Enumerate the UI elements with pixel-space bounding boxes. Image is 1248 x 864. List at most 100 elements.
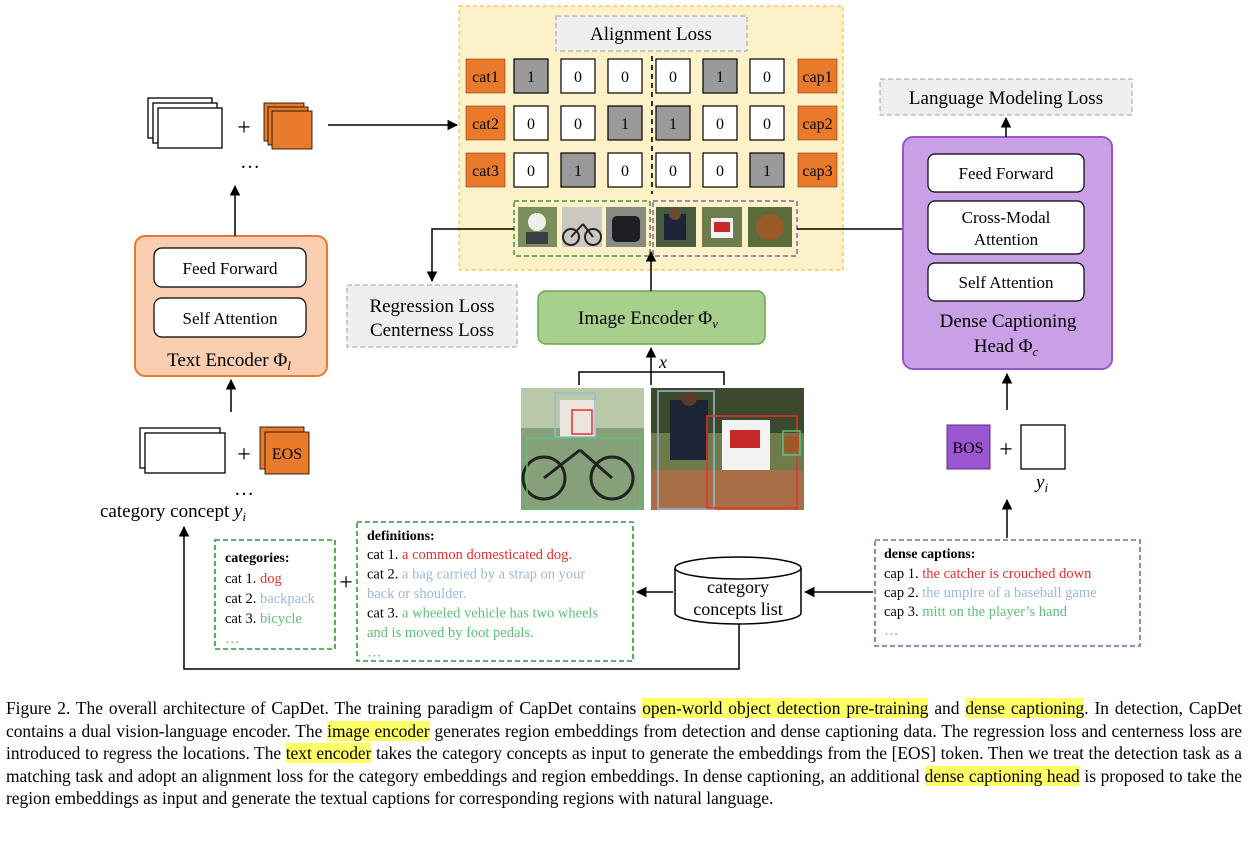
head-title-1: Dense Captioning	[940, 311, 1077, 332]
matrix-cell	[702, 105, 738, 141]
matrix-cell-value: 0	[669, 69, 677, 86]
definitions-list: cat 1. a common domesticated dog. cat 2. …	[367, 547, 598, 661]
matrix-cell	[560, 105, 596, 141]
dense-captions-box	[874, 539, 1141, 647]
regression-loss-label: Regression Loss	[369, 296, 494, 317]
caption-text-2: and	[928, 698, 966, 718]
row-label-text: cat3	[472, 163, 499, 180]
list-item: cat 2. a bag carried by a strap on your	[367, 567, 585, 583]
matrix-cell-value: 0	[621, 163, 629, 180]
alignment-loss-label: Alignment Loss	[590, 24, 712, 45]
text-encoder-self-attention-label: Self Attention	[183, 309, 278, 328]
matrix-cell-value: 0	[763, 116, 771, 133]
categories-title: categories:	[225, 551, 290, 566]
matrix-cell	[513, 58, 549, 94]
matrix-cell	[607, 152, 643, 188]
category-concept-stack	[139, 427, 226, 474]
list-item: cap 3. mitt on the player’s hand	[884, 604, 1068, 620]
head-self-attention-label: Self Attention	[959, 273, 1054, 292]
region-bicycle-thumb	[562, 207, 602, 247]
matrix-cell-value: 0	[574, 69, 582, 86]
col-label-text: cap3	[802, 163, 832, 180]
col-label-cap3	[797, 152, 838, 188]
categories-box	[214, 539, 336, 650]
input-image-dog-bicycle	[521, 388, 644, 510]
more-ellipsis: …	[884, 623, 899, 639]
matrix-cell-value: 0	[716, 116, 724, 133]
dense-captions-title: dense captions:	[884, 547, 975, 562]
caption-highlight-3: image encoder	[327, 720, 430, 741]
list-item: cat 3. bicycle	[225, 611, 302, 627]
head-cross-modal-label-1: Cross-Modal	[962, 208, 1051, 227]
concepts-list-label-2: concepts list	[693, 599, 782, 619]
col-label-cap2	[797, 105, 838, 141]
plus-defs: +	[339, 570, 353, 596]
matrix-cell-value: 1	[527, 69, 535, 86]
language-modeling-loss-box	[879, 78, 1133, 116]
matrix-cell	[702, 58, 738, 94]
head-cross-modal-attention	[927, 200, 1085, 255]
row-label-cat1	[465, 58, 506, 94]
input-image-baseball	[651, 388, 804, 510]
caption-text-4: generates region embeddings from detecti…	[6, 720, 1242, 764]
row-label-text: cat2	[472, 116, 499, 133]
matrix-cell	[560, 58, 596, 94]
matrix-cell-value: 1	[574, 163, 582, 180]
list-item: cap 2. the umpire of a baseball game	[884, 585, 1097, 601]
bos-token	[946, 424, 991, 470]
matrix-cell-value: 0	[574, 116, 582, 133]
head-self-attention	[927, 262, 1085, 302]
head-feed-forward	[927, 153, 1085, 193]
ellipsis-bottom: …	[234, 478, 254, 500]
matrix-cell-value: 0	[716, 163, 724, 180]
row-label-cat2	[465, 105, 506, 141]
caption-text-3: . In detection, CapDet contains a dual v…	[6, 698, 1242, 741]
list-item: cat 1. dog	[225, 571, 282, 587]
eos-embedding-stack	[263, 102, 313, 150]
caption-token-box	[1020, 424, 1066, 470]
concepts-list-label-1: category	[707, 577, 769, 597]
matrix-cell	[702, 152, 738, 188]
matrix-cell-value: 1	[716, 69, 724, 86]
caption-text-5: takes the category concepts as input to …	[6, 743, 1242, 786]
centerness-loss-label: Centerness Loss	[370, 320, 494, 341]
matrix-cell	[655, 152, 691, 188]
caption-y-label: yi	[1034, 472, 1048, 495]
row-label-cat3	[465, 152, 506, 188]
caption-text-1: Figure 2. The overall architecture of Ca…	[6, 698, 643, 718]
more-ellipsis: …	[367, 645, 382, 661]
text-encoder-title: Text Encoder Φl	[167, 350, 291, 373]
eos-label: EOS	[272, 446, 302, 463]
plus-top: +	[237, 115, 251, 141]
region-thumbnails	[513, 200, 798, 257]
category-concepts-database	[674, 556, 802, 625]
matrix-cell-value: 1	[621, 116, 629, 133]
alignment-loss-box	[555, 15, 748, 52]
caption-highlight-1: open-world object detection pre-training	[642, 698, 929, 718]
list-item: cat 1. a common domesticated dog.	[367, 547, 572, 563]
matrix-cell	[607, 105, 643, 141]
matrix-cell-value: 0	[763, 69, 771, 86]
category-concept-label: category concept yi	[100, 501, 246, 524]
image-encoder-label: Image Encoder Φv	[578, 308, 718, 331]
caption-highlight-5: dense captioning head	[924, 765, 1080, 786]
more-ellipsis: …	[225, 631, 240, 647]
caption-highlight-2: dense captioning	[965, 698, 1085, 718]
row-label-text: cat1	[472, 69, 499, 86]
x-label: x	[658, 352, 667, 372]
matrix-cell-value: 0	[669, 163, 677, 180]
caption-highlight-4: text encoder	[285, 743, 372, 763]
col-label-text: cap2	[802, 116, 832, 133]
text-embedding-stack	[147, 97, 223, 149]
text-encoder-feed-forward	[153, 247, 307, 288]
col-label-cap1	[797, 58, 838, 94]
caption-text-6: is proposed to take the region embedding…	[6, 765, 1242, 809]
list-item: back or shoulder.	[367, 586, 466, 602]
plus-bos: +	[999, 437, 1013, 463]
matrix-cell	[513, 105, 549, 141]
head-feed-forward-label: Feed Forward	[959, 164, 1054, 183]
